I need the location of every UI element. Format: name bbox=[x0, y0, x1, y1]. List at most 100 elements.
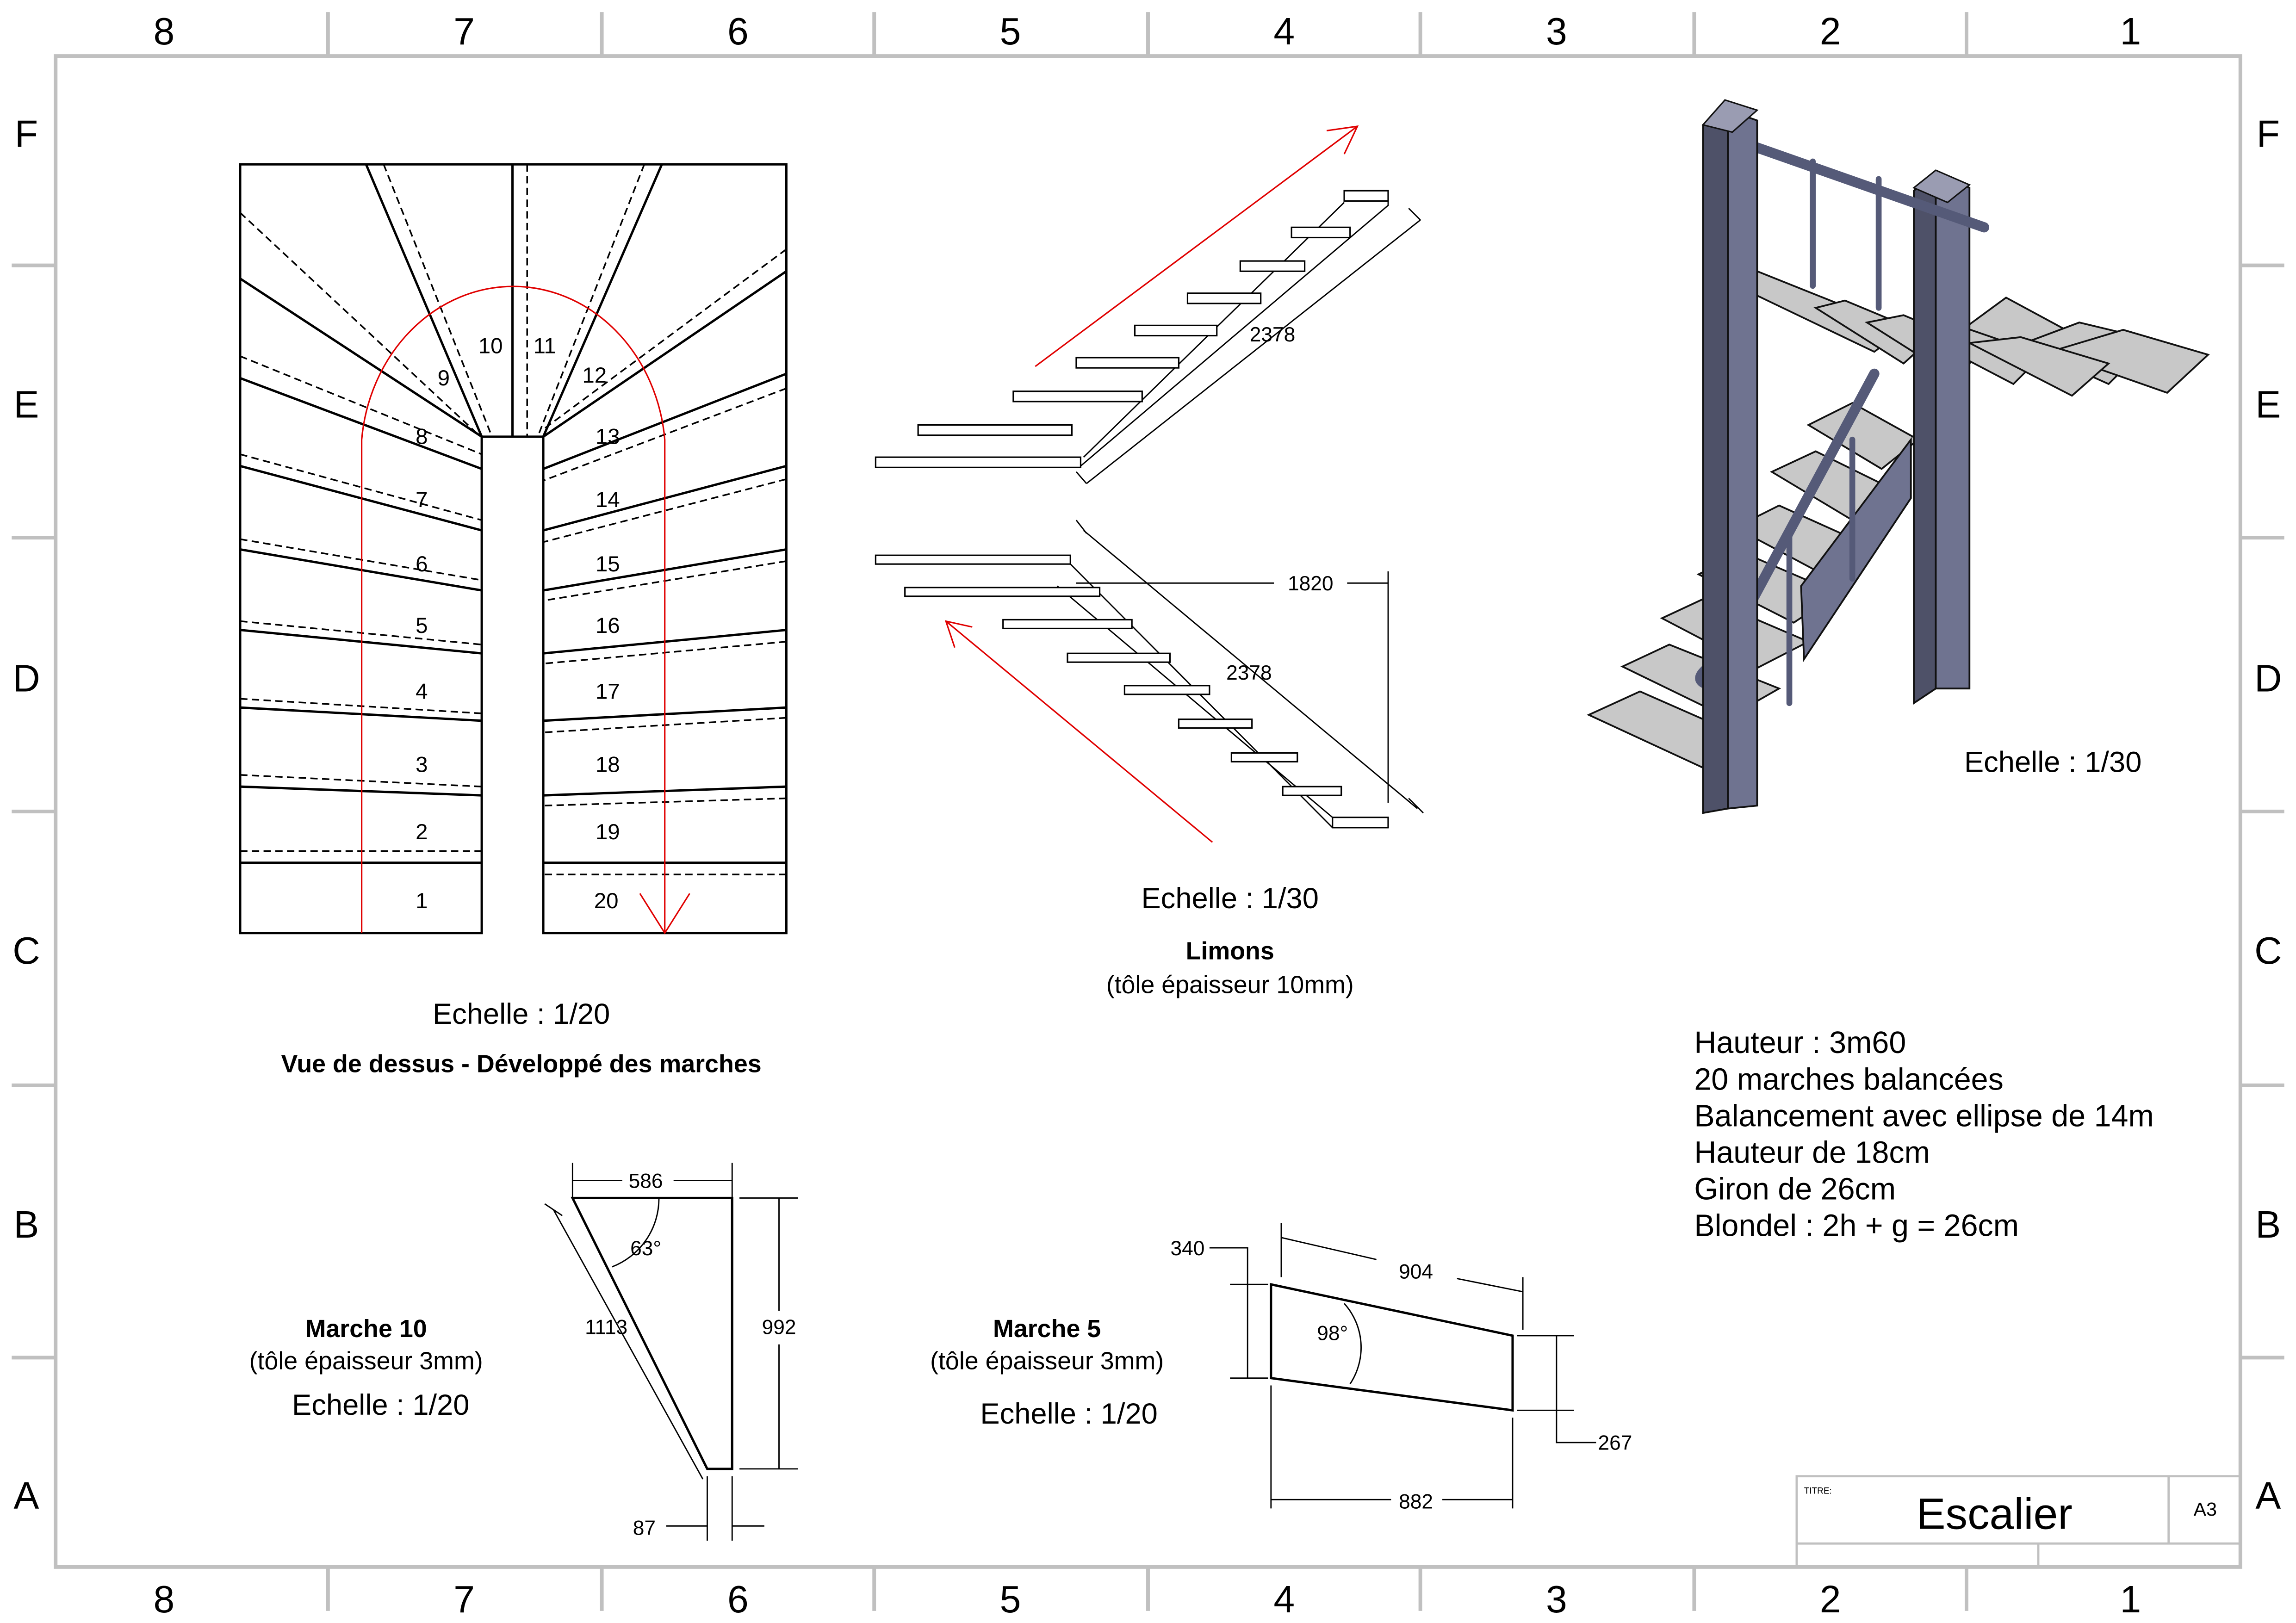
marche-10-right-dim: 992 bbox=[762, 1316, 796, 1339]
marche-10-dimension-lines bbox=[544, 1163, 798, 1541]
marche-10-slant-dim: 1113 bbox=[585, 1316, 627, 1339]
lower-limon-steps bbox=[875, 554, 1389, 829]
step-number: 13 bbox=[596, 425, 620, 449]
isometric-scale: Echelle : 1/30 bbox=[1964, 746, 2141, 779]
step-number: 18 bbox=[596, 753, 620, 777]
step-number: 19 bbox=[596, 820, 620, 844]
note-line: Balancement avec ellipse de 14m bbox=[1694, 1099, 2153, 1133]
marche-5-scale: Echelle : 1/20 bbox=[980, 1398, 1157, 1430]
zone-dividers bbox=[12, 12, 2284, 1611]
row-label: E bbox=[14, 384, 39, 426]
column-label: 1 bbox=[2120, 11, 2141, 53]
row-labels-left: F E D C B A bbox=[12, 113, 40, 1517]
top-view-scale: Echelle : 1/20 bbox=[433, 998, 610, 1030]
limons-subtitle: (tôle épaisseur 10mm) bbox=[1106, 971, 1354, 998]
step-number: 3 bbox=[416, 753, 428, 777]
row-labels-right: F E D C B A bbox=[2254, 113, 2282, 1517]
row-label: B bbox=[14, 1204, 39, 1246]
limons-scale: Echelle : 1/30 bbox=[1141, 882, 1318, 915]
title-label: TITRE: bbox=[1804, 1487, 1832, 1496]
column-labels-top: 8 7 6 5 4 3 2 1 bbox=[154, 11, 2141, 53]
column-label: 1 bbox=[2120, 1579, 2141, 1621]
column-label: 5 bbox=[1000, 1579, 1021, 1621]
stringer bbox=[1800, 437, 1912, 662]
row-label: D bbox=[2254, 658, 2282, 700]
marche-10-angle: 63° bbox=[630, 1237, 661, 1260]
marche-10-scale: Echelle : 1/20 bbox=[292, 1389, 469, 1421]
step-number: 6 bbox=[416, 552, 428, 576]
notes: Hauteur : 3m60 20 marches balancées Bala… bbox=[1694, 1026, 2153, 1243]
row-label: D bbox=[12, 658, 40, 700]
column-label: 3 bbox=[1546, 1579, 1567, 1621]
isometric-view: Echelle : 1/30 bbox=[1586, 99, 2210, 814]
step-number: 5 bbox=[416, 613, 428, 638]
step-number: 4 bbox=[416, 679, 428, 704]
balusters bbox=[1786, 158, 1882, 706]
horizontal-length-label: 1820 bbox=[1288, 572, 1334, 595]
marche-5-right-dim: 267 bbox=[1598, 1432, 1632, 1455]
row-label: C bbox=[12, 930, 40, 972]
marche-5-title: Marche 5 bbox=[993, 1315, 1101, 1343]
marche-5-top-dim: 904 bbox=[1399, 1260, 1433, 1283]
top-view-title: Vue de dessus - Développé des marches bbox=[281, 1050, 761, 1078]
marche-5-shape bbox=[1270, 1283, 1514, 1412]
column-label: 2 bbox=[1820, 11, 1841, 53]
note-line: Hauteur : 3m60 bbox=[1694, 1026, 1906, 1060]
note-line: 20 marches balancées bbox=[1694, 1062, 2003, 1096]
marche-5-subtitle: (tôle épaisseur 3mm) bbox=[930, 1347, 1164, 1375]
walking-line-arrow bbox=[361, 285, 690, 935]
column-label: 6 bbox=[727, 11, 749, 53]
note-line: Blondel : 2h + g = 26cm bbox=[1694, 1209, 2019, 1243]
column-label: 7 bbox=[453, 1579, 475, 1621]
title-block: TITRE: Escalier A3 bbox=[1795, 1475, 2240, 1567]
column-labels-bottom: 8 7 6 5 4 3 2 1 bbox=[154, 1579, 2141, 1621]
marche-10-top-dim: 586 bbox=[629, 1170, 663, 1192]
marche-10-shape bbox=[571, 1196, 733, 1470]
step-number: 1 bbox=[416, 889, 428, 913]
step-number: 15 bbox=[596, 552, 620, 576]
row-label: F bbox=[2257, 113, 2280, 155]
column-label: 7 bbox=[453, 11, 475, 53]
top-view: 1 2 3 4 5 6 7 8 9 10 11 12 13 14 15 16 1… bbox=[239, 163, 788, 1078]
limons-view: 2378 2378 1820 Echelle : 1/30 Limons (tô… bbox=[875, 125, 1424, 998]
lower-dimension-lines bbox=[1075, 520, 1424, 814]
note-line: Hauteur de 18cm bbox=[1694, 1135, 1930, 1170]
row-label: C bbox=[2254, 930, 2282, 972]
step-number: 11 bbox=[534, 334, 556, 358]
lower-direction-arrow bbox=[944, 620, 1213, 843]
upper-length-label: 2378 bbox=[1250, 323, 1296, 346]
drawing-title: Escalier bbox=[1916, 1490, 2073, 1539]
upper-direction-arrow bbox=[1035, 125, 1359, 367]
step-lines bbox=[239, 164, 787, 864]
row-label: A bbox=[14, 1474, 39, 1517]
row-label: E bbox=[2255, 384, 2281, 426]
step-number: 16 bbox=[596, 613, 620, 638]
column-label: 2 bbox=[1820, 1579, 1841, 1621]
sheet-size: A3 bbox=[2194, 1499, 2217, 1520]
upper-limon-steps bbox=[875, 190, 1389, 468]
column-label: 8 bbox=[154, 1579, 175, 1621]
marche-5-angle: 98° bbox=[1317, 1322, 1348, 1344]
marche-10-title: Marche 10 bbox=[305, 1315, 427, 1343]
right-post bbox=[1912, 169, 1971, 705]
row-label: A bbox=[2255, 1474, 2281, 1517]
marche-10-view: 586 992 1113 87 63° Marche 10 (tôle épai… bbox=[249, 1163, 798, 1541]
row-label: F bbox=[15, 113, 38, 155]
step-number: 12 bbox=[582, 363, 607, 388]
step-number: 17 bbox=[596, 679, 620, 704]
column-label: 6 bbox=[727, 1579, 749, 1621]
step-number: 9 bbox=[438, 366, 450, 390]
upper-dimension-line bbox=[1075, 208, 1421, 484]
step-numbers: 1 2 3 4 5 6 7 8 9 10 11 12 13 14 15 16 1… bbox=[416, 334, 620, 913]
step-number: 8 bbox=[416, 425, 428, 449]
lower-length-label: 2378 bbox=[1226, 662, 1272, 684]
column-label: 3 bbox=[1546, 11, 1567, 53]
note-line: Giron de 26cm bbox=[1694, 1172, 1896, 1207]
limons-title: Limons bbox=[1186, 937, 1274, 965]
step-number: 7 bbox=[416, 488, 428, 512]
column-label: 4 bbox=[1273, 1579, 1295, 1621]
marche-5-left-dim: 340 bbox=[1170, 1237, 1204, 1260]
marche-10-subtitle: (tôle épaisseur 3mm) bbox=[249, 1347, 483, 1375]
column-label: 5 bbox=[1000, 11, 1021, 53]
